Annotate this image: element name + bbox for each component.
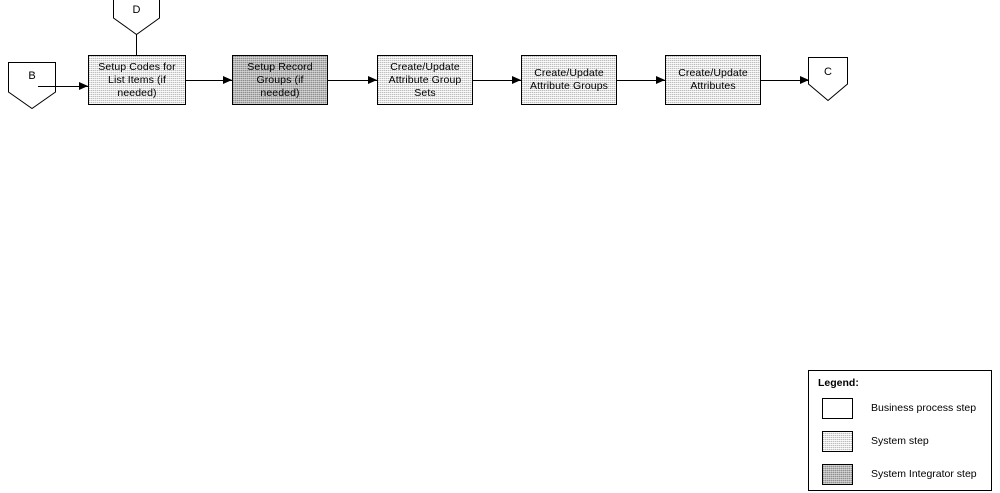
process-step-setup-record-groups[interactable]: Setup Record Groups (if needed) (232, 55, 328, 105)
legend-item-system-integrator-step: System Integrator step (822, 463, 988, 485)
off-page-connector-b[interactable]: B (8, 62, 56, 109)
pentagon-shape-icon (113, 0, 160, 35)
edge-step1-to-step2-line (186, 80, 232, 81)
process-step-label: Setup Codes for List Items (if needed) (98, 60, 176, 99)
off-page-connector-c[interactable]: C (808, 57, 848, 101)
process-step-setup-codes-for-list-items[interactable]: Setup Codes for List Items (if needed) (88, 55, 186, 105)
pentagon-shape-icon (808, 57, 848, 101)
legend-panel: Legend: Business process step System ste… (808, 370, 992, 491)
edge-step5-to-c-arrowhead (800, 76, 809, 84)
legend-swatch-system (822, 430, 853, 452)
process-step-create-update-attribute-group-sets[interactable]: Create/Update Attribute Group Sets (377, 55, 473, 105)
edge-step5-to-c-line (761, 80, 809, 81)
process-step-label: Create/Update Attribute Groups (529, 67, 609, 92)
legend-swatch-integrator (822, 463, 853, 485)
edge-step2-to-step3-line (328, 80, 377, 81)
edge-b-to-step1-arrowhead (79, 82, 88, 90)
edge-step1-to-step2-arrowhead (223, 76, 232, 84)
pentagon-shape-icon (8, 62, 56, 109)
legend-swatch-business (822, 397, 853, 419)
edge-b-to-step1-line (38, 86, 88, 87)
edge-step4-to-step5-line (617, 80, 665, 81)
process-step-label: Setup Record Groups (if needed) (247, 60, 313, 99)
process-step-create-update-attributes[interactable]: Create/Update Attributes (665, 55, 761, 105)
legend-item-system-step: System step (822, 430, 988, 452)
legend-title: Legend: (818, 377, 859, 389)
off-page-connector-b-label: B (28, 70, 36, 82)
off-page-connector-d[interactable]: D (113, 0, 160, 35)
edge-step4-to-step5-arrowhead (656, 76, 665, 84)
process-step-label: Create/Update Attribute Group Sets (388, 60, 462, 99)
process-step-label: Create/Update Attributes (678, 67, 748, 92)
legend-label: Business process step (871, 402, 977, 414)
off-page-connector-d-label: D (132, 4, 141, 16)
edge-d-to-step1-line (136, 34, 137, 56)
edge-step3-to-step4-line (473, 80, 521, 81)
edge-step3-to-step4-arrowhead (512, 76, 521, 84)
legend-label: System Integrator step (871, 468, 977, 480)
legend-item-business-process-step: Business process step (822, 397, 988, 419)
legend-label: System step (871, 435, 929, 447)
edge-step2-to-step3-arrowhead (368, 76, 377, 84)
off-page-connector-c-label: C (824, 66, 832, 78)
process-step-create-update-attribute-groups[interactable]: Create/Update Attribute Groups (521, 55, 617, 105)
